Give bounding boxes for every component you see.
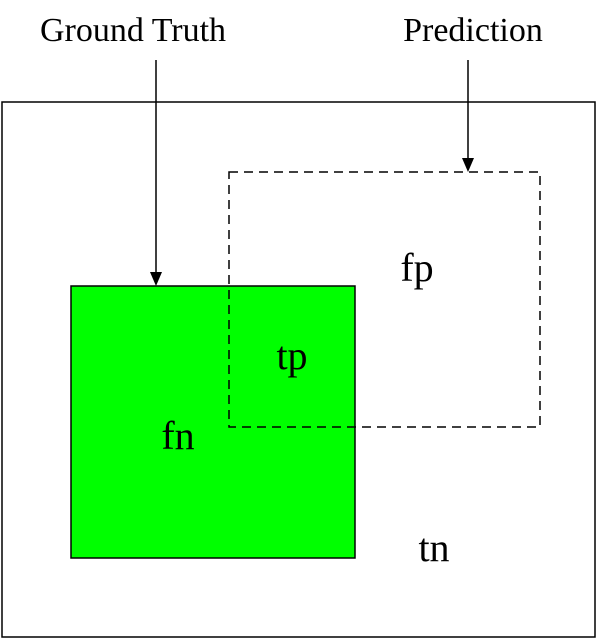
fn-region-label: fn bbox=[161, 413, 194, 458]
tn-region-label: tn bbox=[418, 525, 449, 570]
prediction-arrowhead bbox=[462, 158, 474, 172]
fp-region-label: fp bbox=[400, 245, 433, 290]
tp-region-label: tp bbox=[276, 333, 307, 378]
ground-truth-label: Ground Truth bbox=[40, 12, 226, 49]
prediction-box bbox=[228, 171, 541, 428]
prediction-label: Prediction bbox=[403, 12, 543, 49]
ground-truth-box bbox=[70, 285, 356, 559]
ground-truth-arrowhead bbox=[150, 272, 162, 286]
